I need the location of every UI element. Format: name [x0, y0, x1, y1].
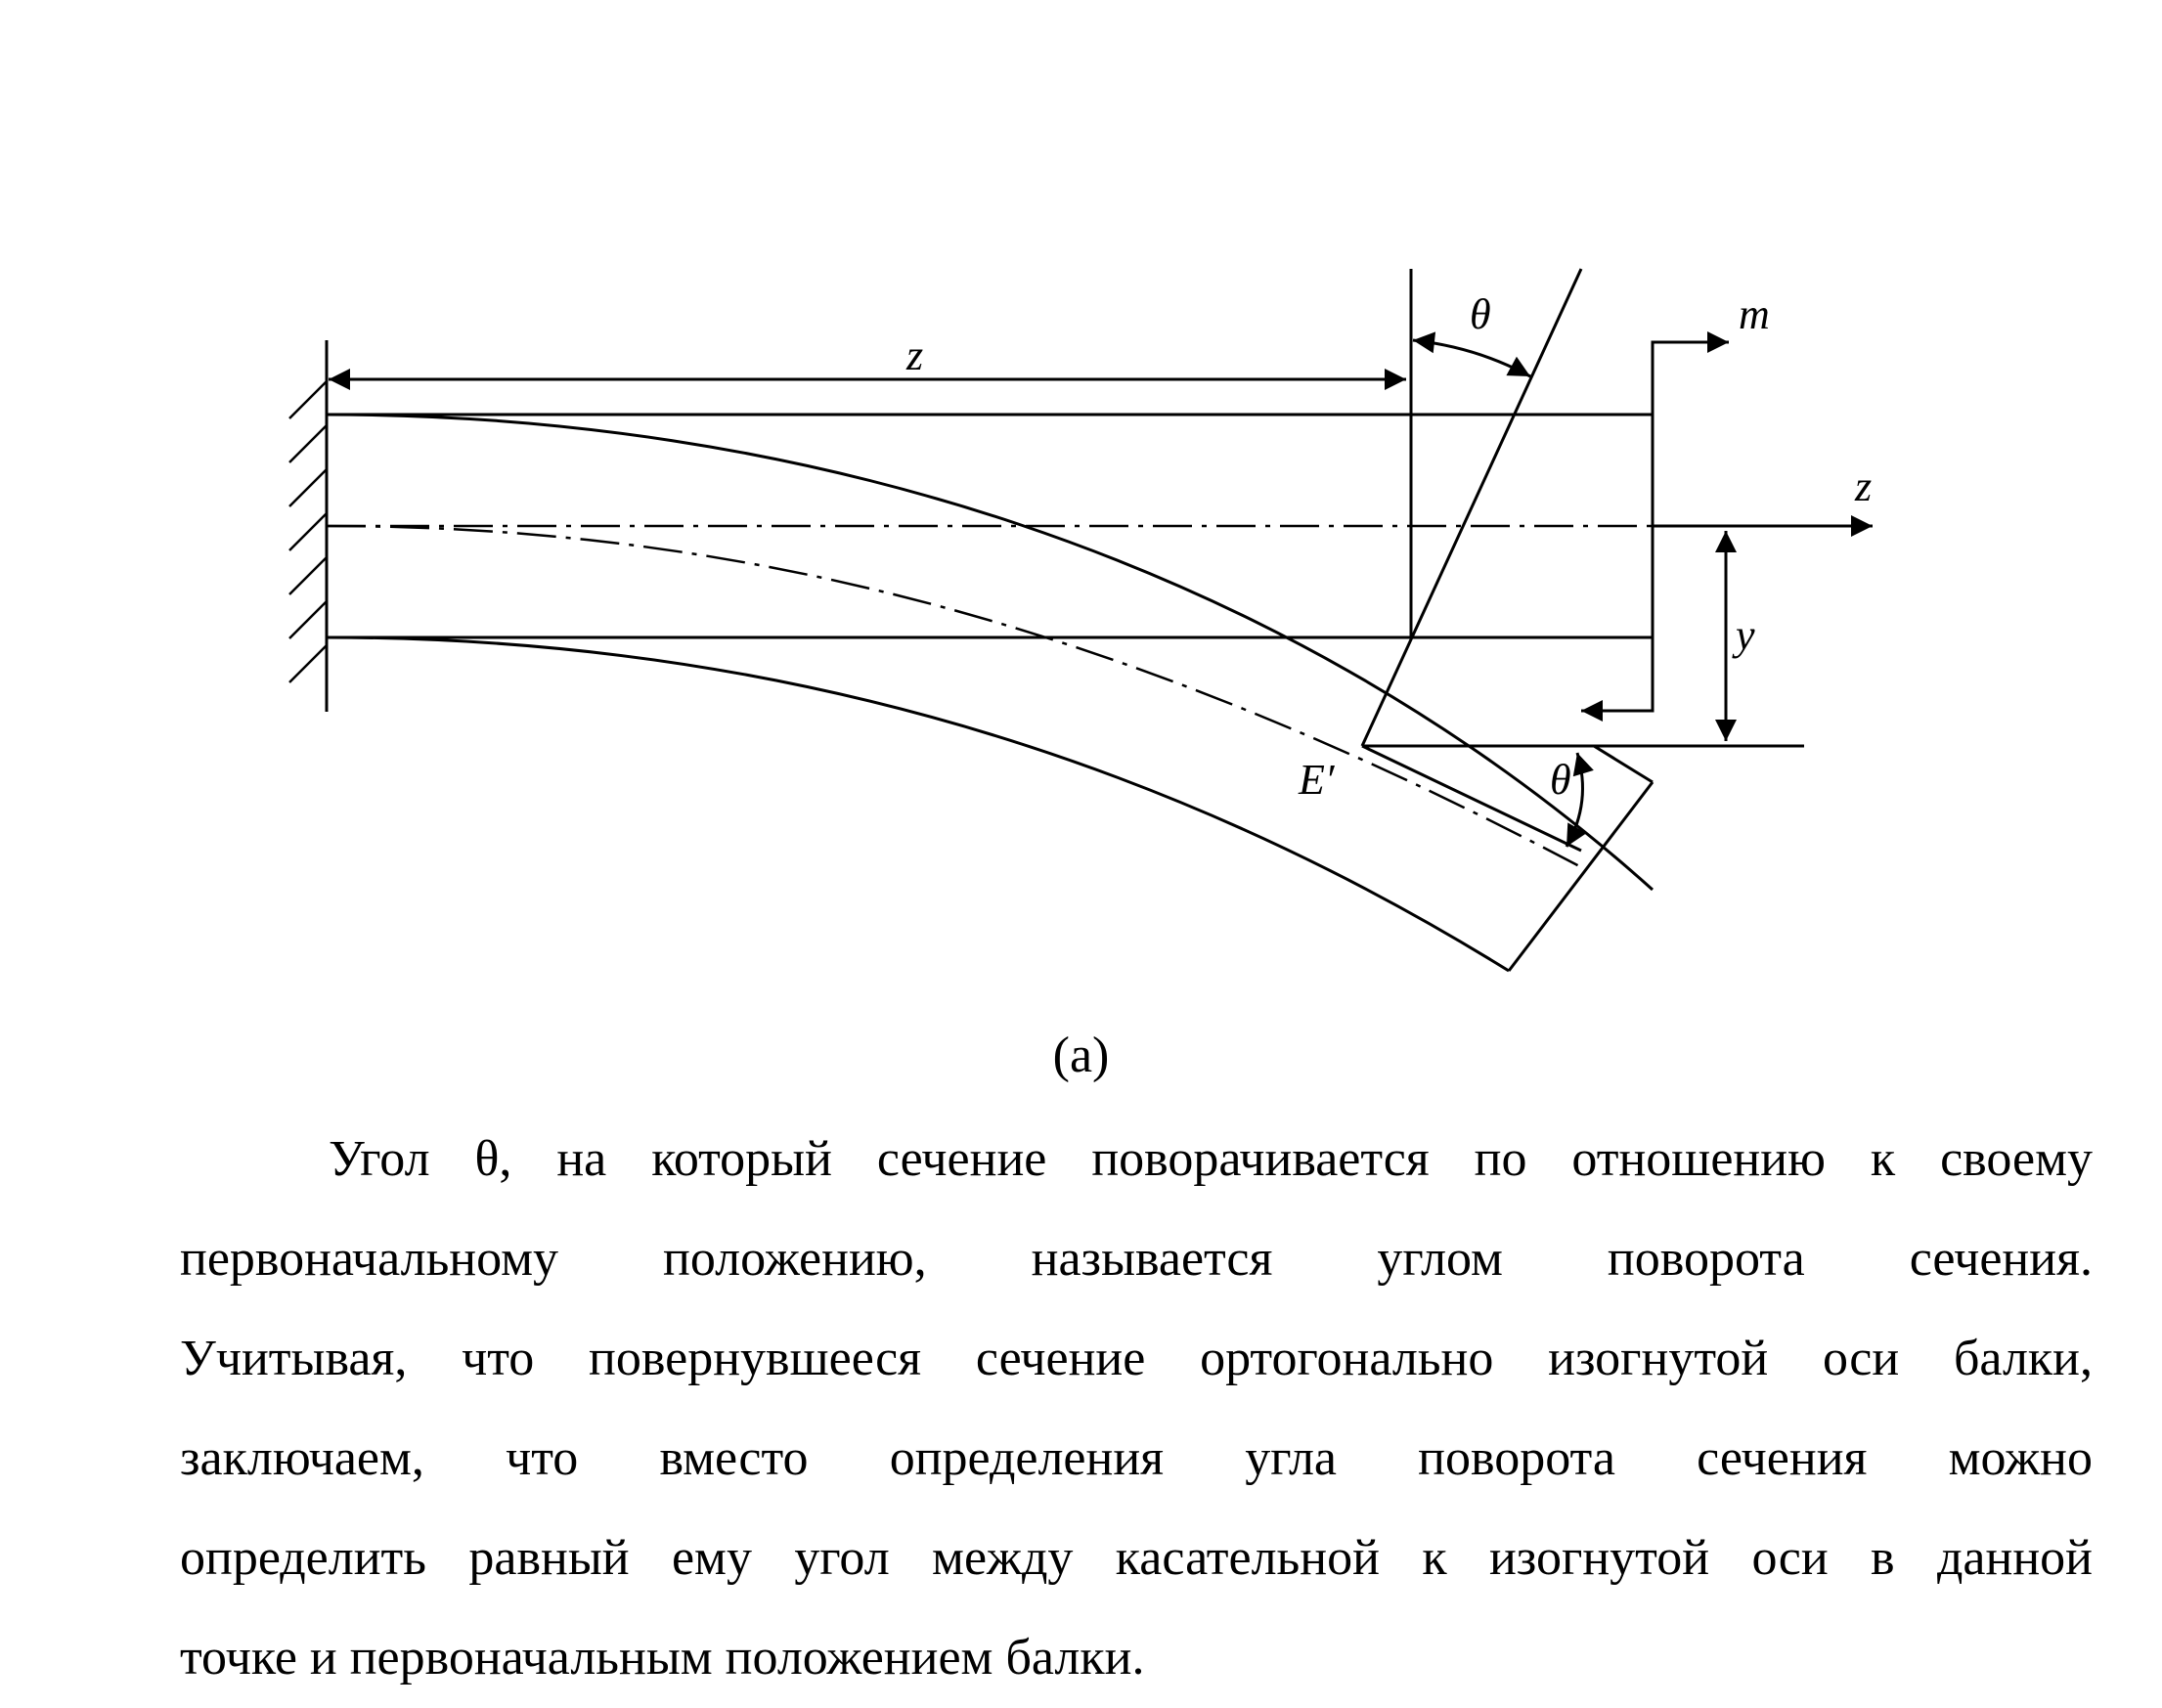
deflected-top-curve [326, 413, 1655, 892]
label-z-axis: z [1854, 462, 1872, 510]
paragraph-line: определить равный ему угол между касател… [180, 1530, 2093, 1586]
rotated-section-line [1360, 268, 1583, 747]
label-theta-bottom: θ [1550, 756, 1571, 804]
tangent-line-e [1361, 744, 1582, 853]
deflected-axis [326, 524, 1582, 869]
label-z-top: z [905, 331, 923, 379]
label-m: m [1739, 290, 1770, 338]
deflected-end-top [1593, 744, 1654, 784]
deflected-bottom-curve [326, 635, 1510, 973]
theta-angle-arc-top [1412, 331, 1531, 378]
beam-deflection-diagram: z θ m z y E′ θ [288, 268, 1873, 973]
paragraph: Угол θ, на который сечение поворачиваетс… [180, 1110, 2093, 1708]
paragraph-line: Учитывая, что повернувшееся сечение орто… [180, 1331, 2093, 1386]
label-theta-top: θ [1470, 290, 1491, 338]
theta-angle-arc-bottom [1565, 752, 1594, 848]
label-y: y [1732, 611, 1755, 659]
moment-arrow-top [1651, 331, 1729, 415]
paragraph-line: заключаем, что вместо определения угла п… [180, 1430, 2093, 1486]
moment-arrow-bottom [1581, 637, 1655, 722]
paragraph-line: точке и первоначальным положением балки. [180, 1630, 1145, 1686]
deflected-end-section [1507, 781, 1655, 972]
figure-caption: (a) [1052, 1028, 1110, 1083]
label-e-prime: E′ [1298, 756, 1336, 804]
paragraph-line: Угол θ, на который сечение поворачиваетс… [329, 1131, 2093, 1187]
wall-hatching [288, 380, 328, 683]
paragraph-line: первоначальному положению, называется уг… [180, 1231, 2093, 1287]
